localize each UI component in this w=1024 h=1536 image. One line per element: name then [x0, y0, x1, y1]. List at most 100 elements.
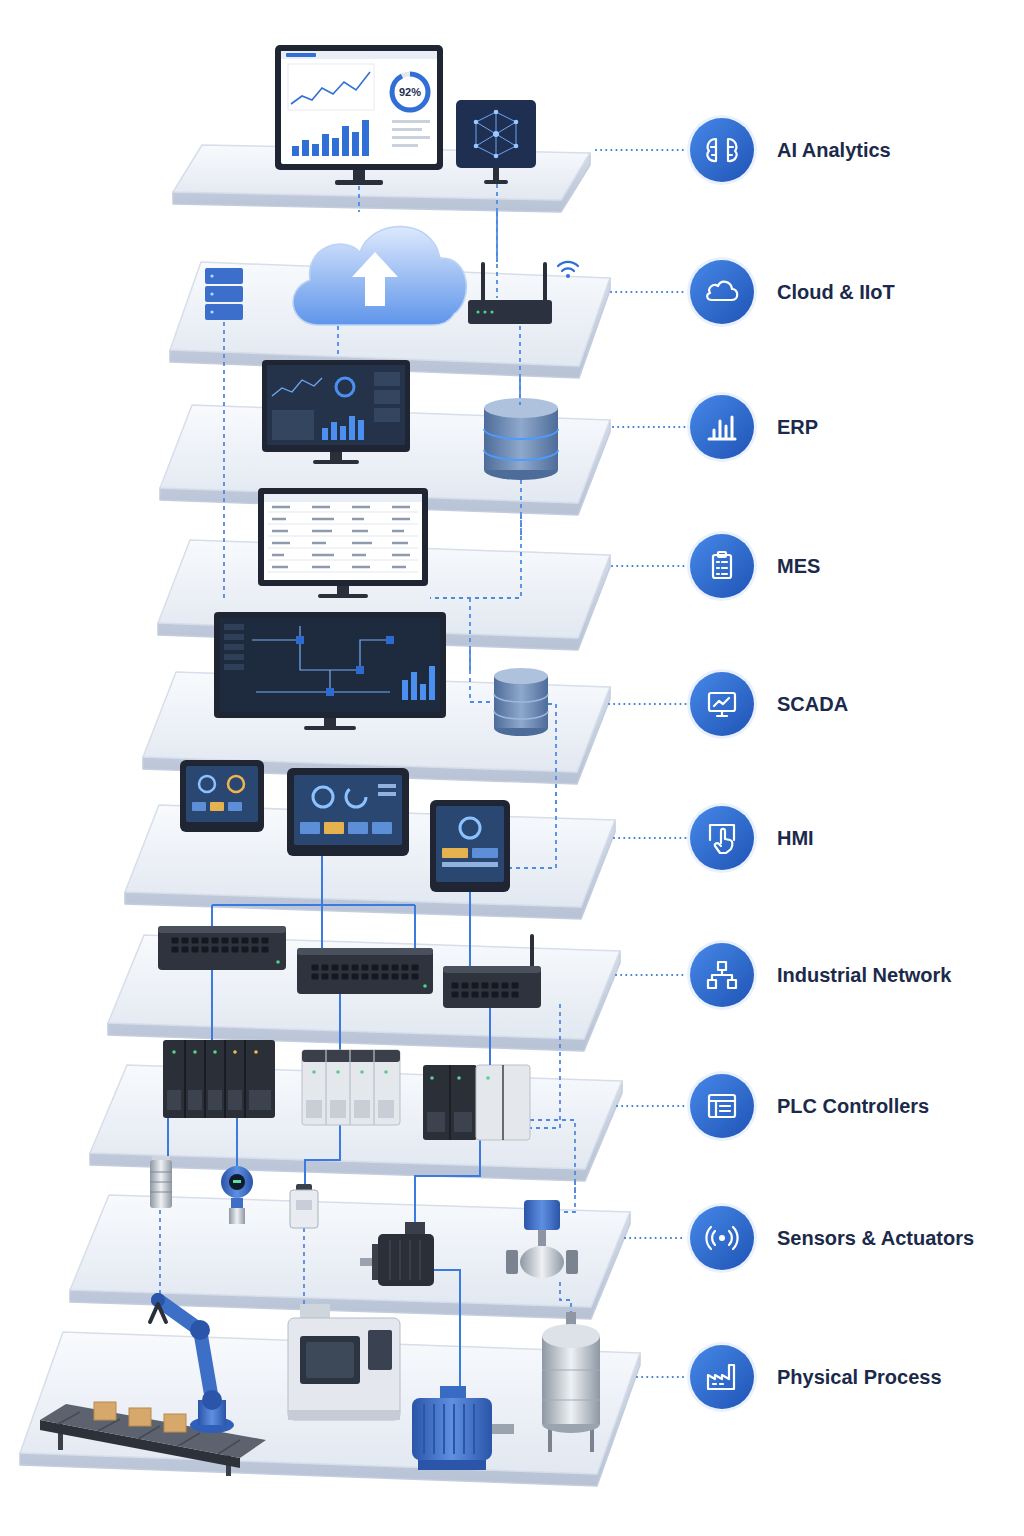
device-wiring-solid: [339, 994, 341, 1050]
leader-dots: [617, 1105, 686, 1107]
device-wiring-solid: [414, 905, 416, 948]
valve-actuator: [520, 1246, 564, 1278]
hmi-panel: [180, 760, 264, 832]
layer-icon: [687, 392, 757, 462]
ai-network-panel: [514, 144, 519, 149]
plc-rack: [336, 1070, 340, 1074]
server-stack: [210, 274, 213, 277]
mes-monitor: [258, 488, 428, 586]
analytics-monitor: [281, 51, 437, 164]
mes-monitor: [264, 494, 422, 580]
servo-motor: [360, 1258, 374, 1266]
layer-icon: [708, 962, 736, 988]
plc-rack: [167, 1090, 271, 1110]
label-slot: HMI: [777, 824, 814, 852]
layer-icon: [690, 672, 754, 736]
valve-actuator: [506, 1200, 578, 1278]
ai-network-panel: [476, 112, 516, 156]
plc-rack: [360, 1070, 364, 1074]
scada-monitor: [356, 666, 364, 674]
layer-icon: [713, 552, 731, 578]
mes-monitor: [258, 488, 428, 598]
conveyor-belt: [40, 1404, 266, 1458]
process-tank: [542, 1312, 600, 1452]
scada-monitor: [224, 624, 244, 670]
cnc-machine: [288, 1410, 400, 1420]
servo-motor: [360, 1222, 434, 1286]
plc-rack: [454, 1112, 472, 1132]
erp-monitor: [272, 378, 322, 396]
robot-arm: [158, 1300, 212, 1400]
leader-dots: [616, 974, 686, 976]
plc-rack: [330, 1100, 346, 1118]
layer-icon: [687, 1203, 757, 1273]
hmi-panel: [430, 800, 510, 892]
layer-label: Industrial Network: [777, 961, 951, 989]
server-stack: [205, 268, 243, 284]
layer-icon: [690, 806, 754, 870]
plc-rack: [384, 1070, 388, 1074]
layer-icon: [690, 260, 754, 324]
layer-link: [574, 1181, 576, 1195]
layer-icon: [718, 962, 726, 970]
ai-network-panel: [474, 120, 479, 125]
robot-arm: [202, 1390, 222, 1410]
scada-monitor: [224, 644, 244, 650]
scada-monitor: [214, 612, 446, 730]
layer-link: [520, 515, 522, 540]
analytics-monitor: [353, 170, 365, 180]
plc-rack: [208, 1090, 222, 1110]
hmi-panel: [228, 776, 244, 792]
scada-monitor: [402, 666, 435, 700]
network-switch: [297, 948, 433, 994]
scada-database: [494, 694, 548, 719]
label-slot: Sensors & Actuators: [777, 1224, 974, 1252]
analytics-monitor: [335, 180, 383, 185]
gauge-value: 92%: [399, 85, 421, 99]
servo-motor: [405, 1222, 425, 1234]
layer-icon: [690, 534, 754, 598]
electric-motor: [412, 1386, 514, 1470]
limit-switch: [290, 1184, 318, 1228]
device-wiring-solid: [321, 856, 323, 948]
plc-rack: [172, 1050, 217, 1054]
label-slot: Physical Process: [777, 1363, 942, 1391]
plc-rack: [167, 1090, 181, 1110]
scada-monitor: [402, 680, 408, 700]
hmi-panel: [472, 848, 498, 858]
analytics-monitor: [312, 144, 319, 156]
scada-monitor: [386, 636, 394, 644]
label-slot: Cloud & IIoT: [777, 278, 895, 306]
server-stack: [205, 286, 243, 302]
robot-arm: [190, 1320, 210, 1340]
device-wiring-solid: [236, 1118, 238, 1166]
scada-monitor: [220, 618, 440, 712]
conveyor-belt: [129, 1408, 151, 1426]
iiot-router: [481, 262, 485, 302]
layer-icon: [712, 970, 732, 980]
layer-icon: [690, 1345, 754, 1409]
layer-link: [496, 212, 498, 262]
hmi-panel: [228, 802, 242, 811]
layer-icon: [687, 1342, 757, 1412]
device-wiring-dashed: [496, 184, 498, 298]
device-wiring-dashed: [470, 598, 494, 702]
cnc-machine: [288, 1304, 400, 1420]
device-wiring-dashed: [358, 186, 360, 212]
device-wiring-solid: [167, 1118, 169, 1156]
cnc-machine: [368, 1330, 392, 1370]
analytics-monitor: [392, 136, 430, 139]
wireless-switch: [443, 966, 541, 973]
device-wiring-dashed: [530, 1004, 560, 1128]
ai-network-panel: [493, 131, 499, 137]
conveyor-belt: [94, 1402, 186, 1432]
analytics-monitor: [392, 74, 428, 110]
plc-rack: [486, 1076, 490, 1080]
layer-icon: [718, 552, 726, 557]
layer-slabs: [20, 145, 640, 1486]
layer-icon: [687, 1071, 757, 1141]
ai-network-panel: [456, 100, 536, 184]
iiot-router: [558, 262, 578, 271]
device-wiring-dashed: [223, 322, 225, 600]
